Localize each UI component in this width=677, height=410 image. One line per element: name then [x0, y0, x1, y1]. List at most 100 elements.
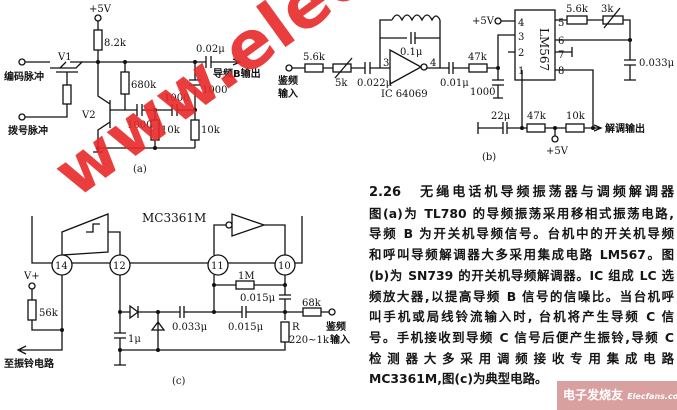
a-r1-label: 8.2k	[104, 38, 127, 49]
b-resistor-5.6k-2	[566, 15, 588, 25]
a-c1-label: 1000	[127, 120, 152, 131]
b-r47kb-label: 47k	[527, 111, 547, 122]
b-caption: (b)	[482, 152, 496, 163]
c-pin-11	[207, 254, 229, 276]
b-cout-label: 0.01μ	[440, 78, 469, 89]
site-stamp: 电子发烧友 Elecfans.com	[557, 381, 677, 410]
a-q2-label: V2	[81, 110, 96, 121]
a-input-terminal-2	[18, 113, 26, 121]
c-input-label-2: 输入	[330, 333, 350, 346]
a-vcc-label: +5V	[89, 4, 112, 15]
b-chip-label: LM567	[537, 28, 551, 71]
a-resistor-680k	[120, 71, 130, 95]
b-pot3k-label: 3k	[601, 4, 614, 15]
c-r1m-label: 1M	[238, 271, 255, 282]
article-line: 叫手机或局线铃流输入时, 台机将产生导频 C 信	[369, 309, 674, 325]
article-line: 导频 B 为开关机导频信号。台机中的开关机导频	[369, 226, 674, 242]
b-inverter	[389, 48, 423, 86]
b-chip-pin: 5	[558, 18, 564, 29]
b-vcc2-label: +5V	[546, 146, 569, 157]
figure-b-lm567-demodulator: 鉴频 输入 5.6k 5k 0.022μ 3 4 IC 64069 0.1μ 0…	[277, 4, 675, 163]
article-text: 2.26 无绳电话机导频振荡器与调频解调器 图(a)为 TL780 的导频振荡采…	[369, 183, 674, 390]
b-input-label-2: 输入	[278, 87, 298, 100]
c-r56k-label: 56k	[39, 308, 59, 319]
a-input-label-1: 编码脉冲	[4, 70, 44, 83]
b-cfb-label: 0.1μ	[400, 47, 423, 58]
article-line: MC3361M,图(c)为典型电路。	[369, 371, 548, 387]
c-input-terminal	[328, 308, 336, 316]
stamp-cn: 电子发烧友	[563, 388, 624, 402]
a-cout-label: 0.02μ	[196, 44, 225, 55]
c-resistor-56k	[27, 299, 37, 321]
b-input-label-1: 鉴频	[277, 74, 298, 87]
b-output-label: 解调输出	[605, 122, 645, 135]
a-resistor-base	[62, 84, 72, 105]
c-c015a-label: 0.015μ	[240, 293, 276, 304]
c-resistor-r	[280, 321, 290, 343]
b-chip-pin: 4	[518, 18, 524, 29]
b-cin-label: 0.022μ	[357, 78, 393, 89]
figure-c-mc3361m-detector: MC3361M 14 12 11 10 V+ 56k 至振铃电路 1μ 0.03…	[4, 211, 350, 387]
b-c1000-label: 1000	[470, 87, 495, 98]
c-c1u-label: 1μ	[128, 334, 141, 345]
a-q1-label: V1	[57, 52, 72, 63]
b-pot-label: 5k	[335, 78, 348, 89]
article-line: (b)为 SN739 的开关机导频解调器。IC 组成 LC 选	[369, 267, 674, 283]
c-chip-label: MC3361M	[142, 211, 206, 225]
b-c22-label: 22μ	[491, 111, 511, 122]
a-c2-label: 1000	[164, 93, 189, 104]
c-output-label: 至振铃电路	[4, 357, 55, 370]
b-lm567-chip	[514, 9, 556, 81]
b-vcc-label: +5V	[472, 16, 495, 27]
c-c033-label: 0.033μ	[172, 322, 208, 333]
a-resistor-8.2k	[93, 29, 103, 51]
a-resistor-10k-1	[150, 119, 160, 141]
c-resistor-1m	[235, 280, 255, 290]
b-chip-pin: 6	[558, 36, 564, 47]
stamp-en: Elecfans.com	[627, 392, 677, 401]
b-chip-pin: 2	[518, 48, 524, 59]
c-pin-label: 14	[55, 261, 68, 272]
c-rrange-label: 220~1k	[289, 335, 330, 346]
c-caption: (c)	[172, 376, 186, 387]
b-pin3: 3	[383, 58, 389, 69]
article-line: 检 测 器 大 多 采 用 调 频 接 收 专 用 集 成 电 路	[369, 350, 674, 366]
article-title: 2.26 无绳电话机导频振荡器与调频解调器	[369, 185, 674, 200]
b-pin4: 4	[430, 58, 436, 69]
b-r47k-label: 47k	[468, 52, 488, 63]
b-chip-pin: 3	[518, 32, 524, 43]
c-r-label: R	[292, 322, 300, 333]
b-inductor	[391, 14, 441, 22]
a-r3-label: 10k	[161, 125, 181, 136]
article-line: 号。手机接收到导频 C 信号后便产生振铃,导频 C	[369, 329, 674, 345]
b-c033-label: 0.033μ	[639, 58, 675, 69]
b-r56k-label: 5.6k	[566, 4, 589, 15]
c-input-label-1: 鉴频	[325, 320, 346, 333]
b-r10k-label: 10k	[566, 111, 586, 122]
b-chip-pin: 1	[518, 66, 524, 77]
c-inverter	[231, 213, 266, 237]
figure-a-phase-shift-oscillator: +5V 8.2k 680k V2 1000 1000 10k 10k 1000 …	[4, 4, 261, 175]
b-resistor-47k-2	[526, 123, 546, 133]
a-r4-label: 10k	[201, 125, 221, 136]
article-line: 频放大器,以提高导频 B 信号的信噪比。当台机呼	[369, 288, 674, 304]
a-resistor-10k-2	[190, 119, 200, 141]
a-input-terminal-1	[18, 58, 26, 66]
b-chip-pin: 7	[558, 50, 564, 61]
b-input-terminal	[285, 64, 293, 72]
b-ic-label: IC 64069	[381, 89, 428, 100]
a-r2-label: 680k	[131, 80, 157, 91]
b-pot-5k	[332, 63, 352, 73]
c-pin-label: 12	[113, 261, 126, 272]
c-vplus-label: V+	[23, 271, 40, 282]
a-output-label: 导频B输出	[213, 67, 261, 80]
a-vcc-terminal	[94, 14, 102, 22]
a-caption: (a)	[133, 164, 147, 175]
a-cshunt-label: 1000	[202, 85, 227, 96]
article-line: 和呼叫导频解调器大多采用集成电路 LM567。图	[369, 247, 674, 263]
c-r68k-label: 68k	[302, 298, 322, 309]
b-rin-label: 5.6k	[303, 52, 326, 63]
b-resistor-10k	[565, 123, 585, 133]
